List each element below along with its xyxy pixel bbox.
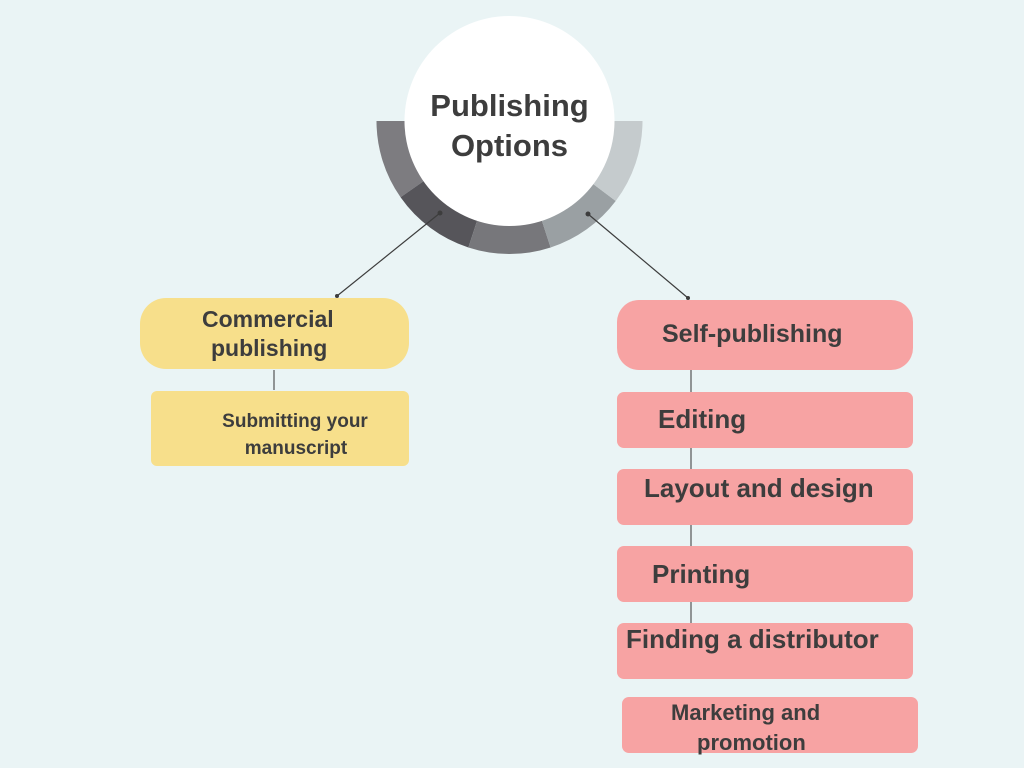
- step-connectors: [273, 370, 692, 623]
- connector-dot: [686, 296, 690, 300]
- title-line2: Options: [450, 128, 569, 163]
- step-label: Layout and design: [644, 473, 874, 503]
- node-label: publishing: [211, 335, 328, 361]
- step-label: Submitting your: [222, 411, 368, 432]
- step-label: Editing: [658, 404, 747, 434]
- ring-segment: [376, 121, 428, 198]
- step-layout-design: Layout and design: [617, 469, 913, 525]
- ring-segment: [540, 181, 616, 248]
- node-label: Self-publishing: [662, 320, 843, 348]
- step-label: manuscript: [244, 438, 348, 459]
- step-label: Finding a distributor: [626, 624, 879, 654]
- page-title: Publishing Options: [405, 86, 614, 166]
- title-line1: Publishing: [430, 88, 589, 123]
- connector-self: [587, 213, 689, 299]
- title-circle: [404, 16, 615, 226]
- step-finding-distributor: Finding a distributor: [617, 623, 913, 679]
- step-submitting-manuscript: Submitting your manuscript: [151, 391, 409, 466]
- connector-commercial: [336, 212, 441, 297]
- step-printing: Printing: [617, 546, 913, 602]
- step-label: Marketing and: [671, 700, 821, 725]
- self-publishing-node: Self-publishing: [617, 300, 913, 370]
- connector-dot: [335, 294, 339, 298]
- node-label: Commercial: [202, 306, 334, 332]
- ring-segment: [468, 216, 551, 254]
- commercial-publishing-node: Commercial publishing: [140, 298, 409, 369]
- step-editing: Editing: [617, 392, 913, 448]
- step-label: Printing: [652, 559, 751, 589]
- connector-dot: [585, 211, 591, 217]
- ring-segment: [589, 121, 643, 202]
- connector-dot: [437, 210, 443, 216]
- step-marketing-promotion: Marketing and promotion: [622, 697, 918, 755]
- step-label: promotion: [697, 730, 806, 755]
